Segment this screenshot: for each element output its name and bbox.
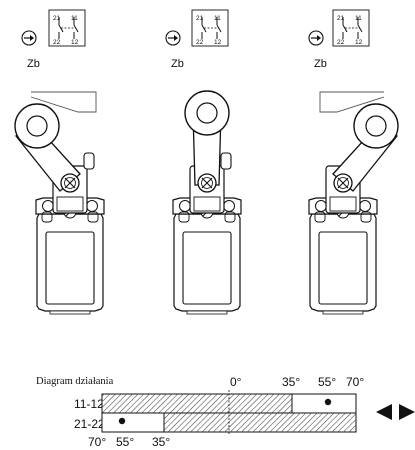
row-label: 11-12	[74, 397, 104, 411]
contact-block-label: Zb	[314, 58, 327, 70]
terminal-label: 22	[337, 39, 345, 46]
travel-range-outline	[30, 91, 97, 113]
row-label: 21-22	[74, 417, 105, 431]
left-right-arrows-icon	[376, 404, 415, 420]
operating-point	[324, 398, 332, 406]
switch-2	[172, 90, 242, 315]
contact-block-3: Zb 21 11 22 12	[308, 9, 370, 70]
contact-block-label: Zb	[171, 58, 184, 70]
angle-label: 0°	[230, 375, 242, 389]
terminal-label: 21	[337, 15, 345, 22]
positive-opening-arrow-icon	[308, 30, 324, 46]
terminal-label: 11	[355, 15, 362, 22]
angle-label: 70°	[88, 435, 106, 449]
contact-closed-segment	[102, 394, 292, 413]
terminal-label: 12	[355, 39, 363, 46]
terminal-label: 22	[196, 39, 204, 46]
positive-opening-arrow-icon	[165, 30, 181, 46]
terminal-label: 21	[196, 15, 204, 22]
contact-block-label: Zb	[27, 58, 40, 70]
lever-screw	[197, 173, 217, 193]
positive-opening-arrow-icon	[21, 30, 37, 46]
contact-block-1: Zb 21 11 22 12	[21, 9, 86, 70]
contact-block-2: Zb 21 11 22 12	[165, 9, 229, 70]
angle-label: 55°	[318, 375, 336, 389]
terminal-label: 22	[53, 39, 61, 46]
switch-3	[308, 91, 399, 315]
terminal-label: 11	[71, 15, 78, 22]
angle-label: 55°	[116, 435, 134, 449]
diagram-title: Diagram działania	[36, 376, 114, 387]
terminal-label: 12	[214, 39, 222, 46]
terminal-label: 12	[71, 39, 79, 46]
travel-range-outline	[319, 91, 385, 113]
operating-diagram: Diagram działania 0° 35° 55° 70° 11-12 2…	[36, 375, 415, 449]
switch-1	[14, 91, 105, 315]
lever-screw	[60, 173, 80, 193]
contact-closed-segment	[164, 413, 356, 432]
angle-label: 70°	[346, 375, 364, 389]
angle-label: 35°	[152, 435, 170, 449]
terminal-label: 21	[53, 15, 61, 22]
operating-point	[118, 417, 126, 425]
terminal-label: 11	[214, 15, 221, 22]
lever-screw	[333, 173, 353, 193]
angle-label: 35°	[282, 375, 300, 389]
